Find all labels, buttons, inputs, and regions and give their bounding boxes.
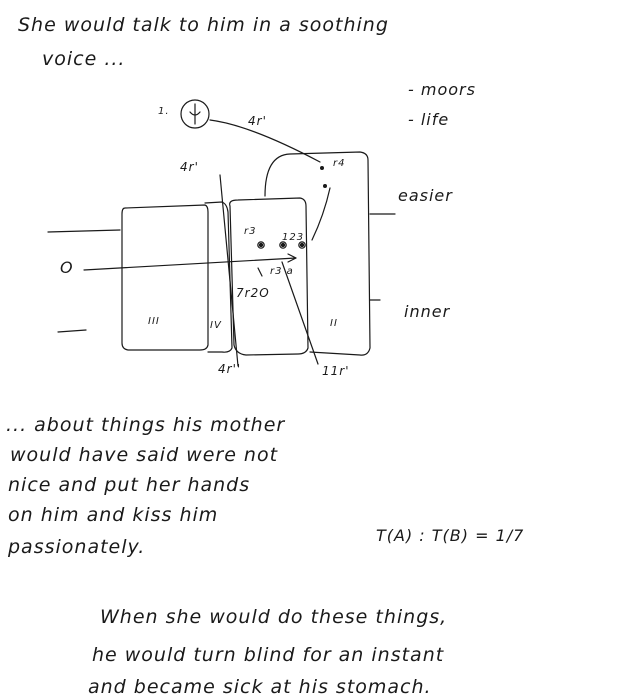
diagram-label-sub: r3 a (270, 266, 294, 277)
note-item-2: - life (408, 110, 449, 129)
bottom-text-line-3: and became sick at his stomach. (88, 676, 432, 698)
diagram-label-4r-top: 4r' (248, 114, 267, 128)
diagram-label-4r-bottom-right: 11r' (322, 364, 350, 378)
middle-text-line-4: on him and kiss him (8, 504, 218, 526)
top-text-line-1: She would talk to him in a soothing (18, 14, 389, 36)
formula: T(A) : T(B) = 1/7 (376, 526, 524, 545)
diagram-label-7r2o: 7r2O (236, 286, 270, 300)
block-outer (265, 152, 370, 355)
diagram-label-o: O (60, 258, 74, 277)
diagram-label-inner: inner (404, 302, 450, 321)
middle-text-line-3: nice and put her hands (8, 474, 250, 496)
diagram-label-4r-left: 4r' (180, 160, 199, 174)
block-right (230, 198, 308, 355)
middle-text-line-5: passionately. (8, 536, 145, 558)
diagram-label-4r-bottom-left: 4r'' (218, 362, 241, 376)
note-item-1: - moors (408, 80, 476, 99)
diagram-label-iii: III (148, 316, 160, 327)
diagram-label-r4: r4 (333, 158, 345, 169)
diagram-label-123: 123 (282, 232, 304, 243)
diagram-label-iv: IV (210, 320, 222, 331)
middle-text-line-1: ... about things his mother (6, 414, 285, 436)
diagram-label-r3: r3 (244, 226, 256, 237)
diagram-label-one: 1. (158, 106, 170, 117)
diagram-label-easier: easier (398, 186, 453, 205)
bottom-text-line-1: When she would do these things, (100, 606, 447, 628)
top-text-line-2: voice ... (42, 48, 125, 70)
middle-text-line-2: would have said were not (10, 444, 278, 466)
diagram-label-ii: II (330, 318, 338, 329)
block-left (122, 205, 208, 350)
bottom-text-line-2: he would turn blind for an instant (92, 644, 444, 666)
